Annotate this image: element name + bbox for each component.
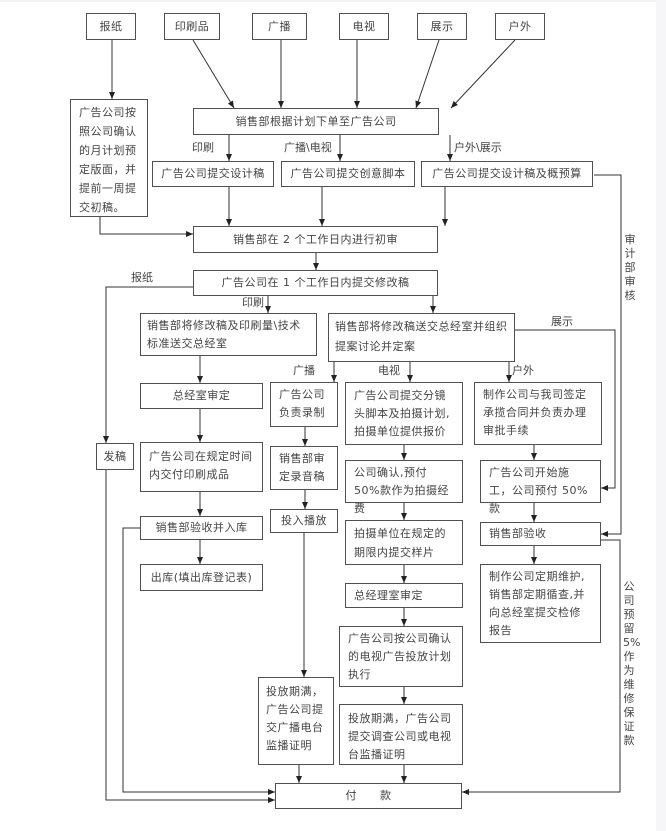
print-deliver-box[interactable]: 广告公司在规定时间内交付印刷成品 — [140, 442, 263, 492]
order-box[interactable]: 销售部根据计划下单至广告公司 — [193, 108, 439, 135]
tv-sample-box[interactable]: 拍摄单位在规定的期限内提交样片 — [345, 520, 463, 565]
tv-gm-approve-box[interactable]: 总经理室审定 — [345, 583, 463, 608]
edge-label-outdoor-display: 户外\展示 — [454, 141, 502, 154]
edge-label-audit: 审计部审核 — [624, 233, 636, 302]
arrow-outdoor-to-order — [450, 39, 516, 109]
page-right-gutter — [656, 0, 666, 831]
proposal-submit-box[interactable]: 销售部将修改稿送交总经室并组织提案讨论并定案 — [328, 313, 515, 362]
arrow-revision-to-publish — [103, 286, 193, 443]
outdoor-accept-box[interactable]: 销售部验收 — [480, 522, 601, 546]
edge-label-print: 印刷 — [192, 141, 214, 154]
media-tv-box[interactable]: 电视 — [339, 13, 389, 40]
outdoor-contract-box[interactable]: 制作公司与我司签定承揽合同并负责办理审批手续 — [474, 382, 602, 445]
media-display-box[interactable]: 展示 — [417, 13, 467, 40]
print-submit-box[interactable]: 销售部将修改稿及印刷量\技术标准送交总经室 — [140, 313, 317, 356]
page-top-edge — [0, 0, 666, 2]
initial-review-box[interactable]: 销售部在 2 个工作日内进行初审 — [193, 226, 438, 253]
arrow-layout-to-review — [99, 217, 193, 237]
outdoor-build-box[interactable]: 广告公司开始施工，公司预付 50%款 — [480, 460, 601, 515]
newspaper-layout-box[interactable]: 广告公司按照公司确认的月计划预定版面，并提前一周提交初稿。 — [70, 99, 148, 217]
accept-store-box[interactable]: 销售部验收并入库 — [140, 516, 263, 540]
revision-box[interactable]: 广告公司在 1 个工作日内提交修改稿 — [193, 270, 438, 296]
submit-script-box[interactable]: 广告公司提交创意脚本 — [281, 161, 415, 187]
radio-air-box[interactable]: 投入播放 — [270, 509, 338, 533]
edge-label-retention: 公司预留5%作为维修保证款 — [623, 580, 641, 747]
radio-proof-box[interactable]: 投放期满，广告公司提交广播电台监播证明 — [258, 677, 334, 765]
edge-label-tv: 电视 — [378, 364, 400, 377]
arrow-print-to-order — [192, 39, 235, 109]
edge-label-print-2: 印刷 — [242, 296, 264, 309]
arrow-audit-to-accept — [594, 174, 622, 537]
arrow-display-to-order — [415, 39, 440, 109]
edge-label-outdoor: 户外 — [512, 364, 534, 377]
radio-review-box[interactable]: 销售部审定录音稿 — [270, 446, 338, 490]
arrow-store-to-payment — [122, 527, 275, 795]
tv-proof-box[interactable]: 投放期满，广告公司提交调查公司或电视台监播证明 — [339, 704, 463, 765]
arrow-retention-to-payment — [462, 539, 621, 795]
edge-label-newspaper: 报纸 — [131, 271, 153, 284]
arrow-display-to-build — [515, 329, 616, 491]
gm-approve-box[interactable]: 总经室审定 — [140, 383, 263, 409]
publish-box[interactable]: 发稿 — [96, 443, 134, 470]
radio-record-box[interactable]: 广告公司负责录制 — [270, 382, 338, 427]
media-newspaper-box[interactable]: 报纸 — [86, 13, 136, 40]
payment-box[interactable]: 付 款 — [275, 783, 462, 809]
submit-design-box[interactable]: 广告公司提交设计稿 — [152, 161, 274, 187]
tv-prepay-box[interactable]: 公司确认,预付 50%款作为拍摄经费 — [345, 460, 463, 515]
submit-design-budget-box[interactable]: 广告公司提交设计稿及概预算 — [421, 161, 593, 187]
tv-execute-box[interactable]: 广告公司按公司确认的电视广告投放计划执行 — [339, 626, 463, 687]
edge-label-broadcast-tv: 广播\电视 — [284, 141, 332, 154]
outbound-box[interactable]: 出库(填出库登记表) — [140, 564, 263, 591]
edge-label-display: 展示 — [551, 315, 573, 328]
media-broadcast-box[interactable]: 广播 — [252, 13, 307, 40]
tv-storyboard-box[interactable]: 广告公司提交分镜头脚本及拍摄计划,拍摄单位提供报价 — [345, 382, 463, 445]
media-print-box[interactable]: 印刷品 — [164, 13, 220, 40]
media-outdoor-box[interactable]: 户外 — [495, 13, 545, 40]
arrow-publish-to-payment — [105, 470, 275, 803]
edge-label-broadcast: 广播 — [293, 364, 315, 377]
outdoor-maintain-box[interactable]: 制作公司定期维护,销售部定期循查,并向总经室提交检修报告 — [480, 564, 601, 643]
